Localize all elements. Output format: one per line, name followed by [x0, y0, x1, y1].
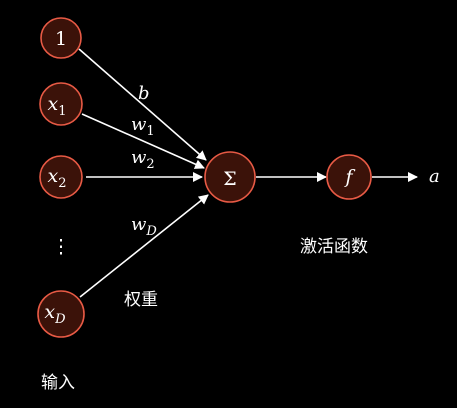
input-xD-base: x [44, 301, 55, 323]
weight-w1-base: w [131, 114, 147, 135]
input-x2-base: x [48, 165, 59, 187]
input-x1-sub: 1 [58, 104, 66, 119]
activation-symbol: f [343, 166, 355, 188]
weight-w2-sub: 2 [146, 157, 154, 172]
input-node-x2: x2 [39, 155, 83, 199]
svg-text:x2: x2 [48, 165, 67, 191]
output-label: a [429, 166, 440, 187]
input-node-x1: x1 [39, 82, 83, 126]
svg-text:w1: w1 [131, 114, 155, 139]
input-bias-label: 1 [55, 28, 67, 50]
weights-caption: 权重 [124, 290, 158, 310]
input-xD-sub: D [54, 312, 66, 327]
sum-node: Σ [204, 151, 256, 203]
input-ellipsis: ⋮ [52, 236, 71, 258]
svg-text:xD: xD [44, 301, 66, 327]
input-x2-sub: 2 [58, 176, 66, 191]
weight-w2-base: w [131, 147, 147, 168]
weight-b-label: b [138, 83, 150, 104]
svg-text:w2: w2 [131, 147, 155, 172]
activation-function-caption: 激活函数 [300, 237, 368, 257]
input-x1-base: x [48, 93, 59, 115]
weight-wD-sub: D [145, 224, 157, 239]
edge-xD-to-sum [79, 194, 209, 298]
input-node-bias: 1 [40, 17, 82, 59]
input-node-xD: xD [37, 290, 85, 338]
activation-node: f [326, 154, 372, 200]
edge-bias-to-sum [78, 48, 207, 161]
weight-w1-sub: 1 [146, 124, 154, 139]
weight-wD-base: w [131, 214, 147, 235]
svg-text:x1: x1 [48, 93, 67, 119]
sum-symbol: Σ [223, 168, 236, 190]
svg-text:wD: wD [131, 214, 157, 239]
inputs-caption: 输入 [41, 373, 75, 393]
edge-x1-to-sum [81, 113, 205, 169]
